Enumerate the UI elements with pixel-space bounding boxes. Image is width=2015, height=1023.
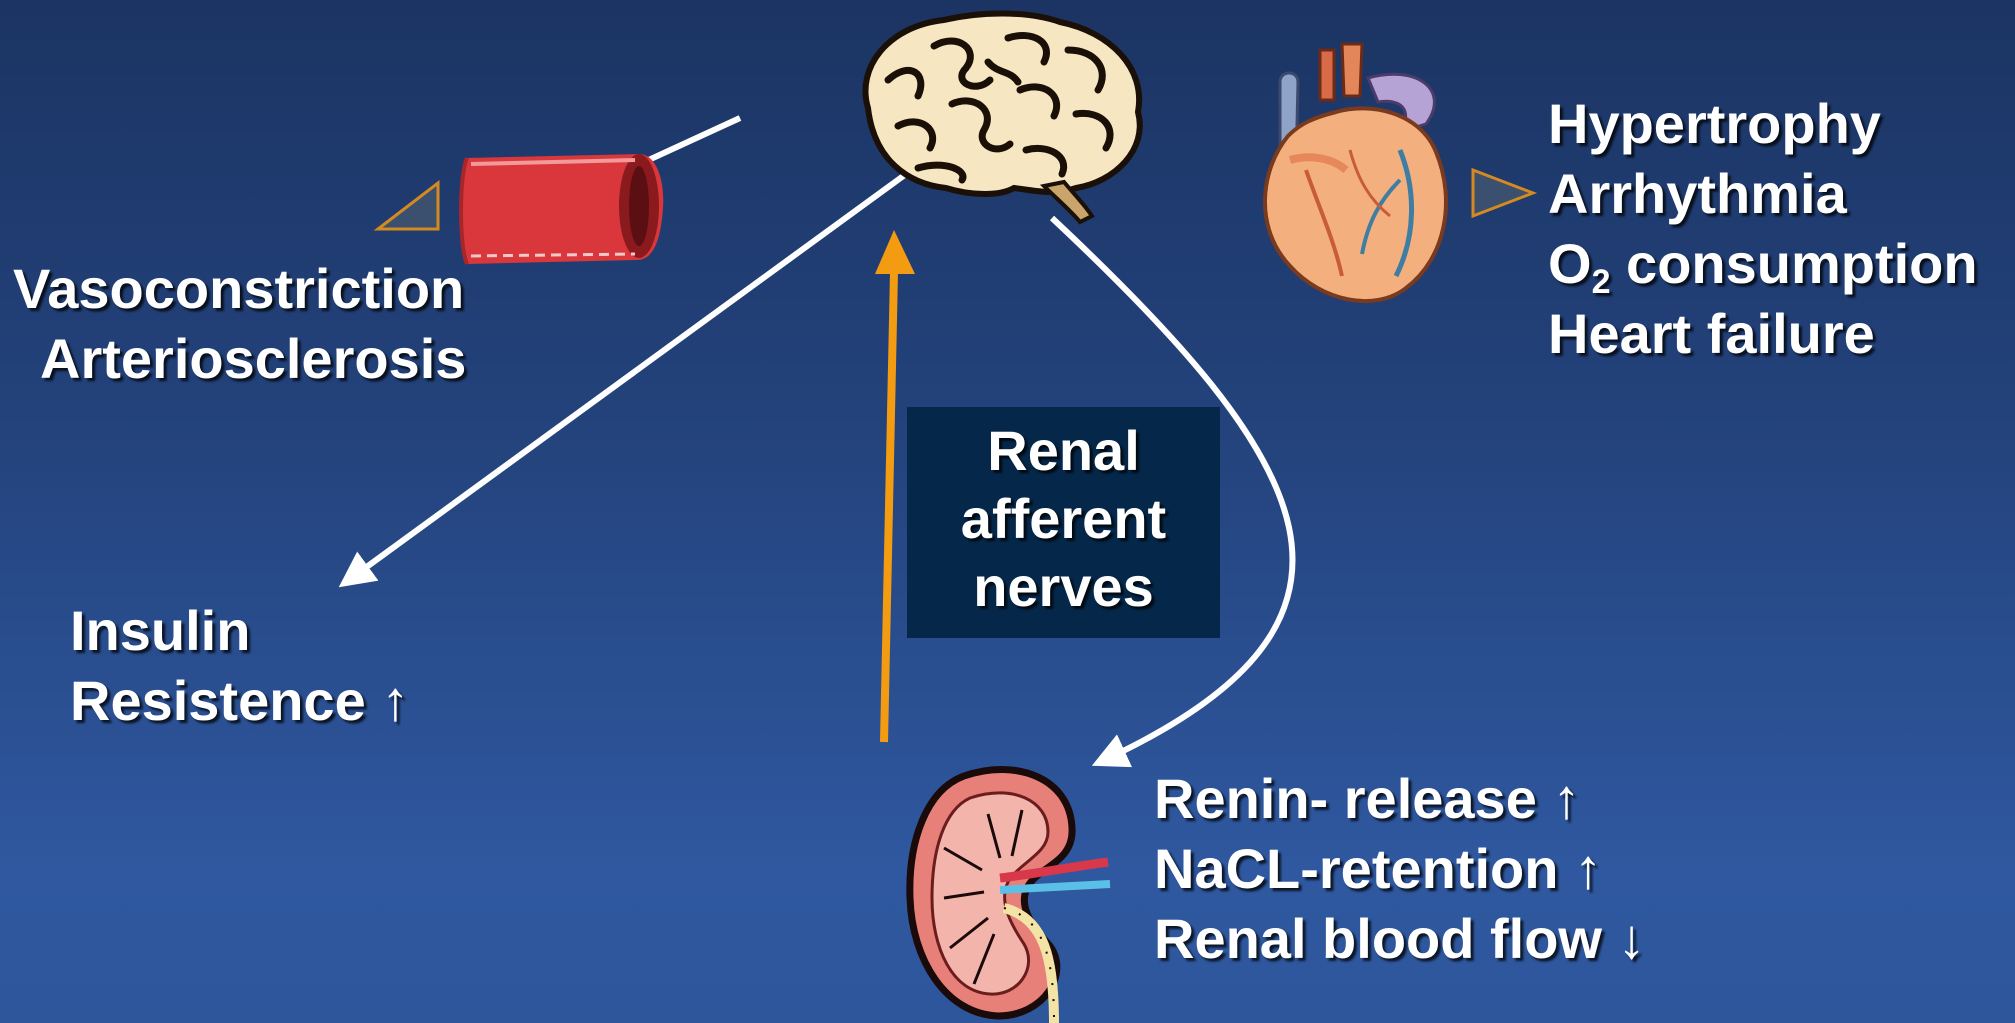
resistence-line: Resistence ↑: [70, 666, 409, 736]
nacl-retention-label: NaCL-retention ↑: [1154, 834, 1646, 904]
heart-marker-triangle: [1473, 170, 1533, 216]
renal-afferent-nerves-box: Renal afferent nerves: [907, 407, 1220, 638]
o2-subscript: 2: [1592, 263, 1611, 301]
blood-vessel-icon: [455, 146, 667, 270]
brain-icon: [848, 10, 1150, 228]
o2-consumption-label: O2 consumption: [1548, 229, 1978, 299]
kidney-effects-text: Renin- release ↑ NaCL-retention ↑ Renal …: [1154, 764, 1646, 974]
hypertrophy-label: Hypertrophy: [1548, 89, 1978, 159]
insulin-label: Insulin: [70, 596, 409, 666]
vasoconstriction-label: Vasoconstriction: [13, 254, 466, 324]
resistence-label: Resistence: [70, 669, 366, 732]
box-line-afferent: afferent: [907, 485, 1220, 553]
renal-blood-flow-label: Renal blood flow ↓: [1154, 904, 1646, 974]
box-line-renal: Renal: [907, 417, 1220, 485]
kidney-icon: [904, 758, 1134, 1023]
vessel-effects-text: Vasoconstriction Arteriosclerosis: [13, 254, 466, 394]
vessel-marker-triangle: [378, 183, 438, 229]
o2-symbol: O: [1548, 232, 1592, 295]
heart-effects-text: Hypertrophy Arrhythmia O2 consumption He…: [1548, 89, 1978, 369]
box-line-nerves: nerves: [907, 553, 1220, 621]
afferent-arrow-shaft: [884, 272, 894, 742]
arteriosclerosis-label: Arteriosclerosis: [13, 324, 466, 394]
consumption-text: consumption: [1610, 232, 1977, 295]
heart-icon: [1250, 40, 1466, 312]
increase-arrow: ↑: [381, 669, 409, 732]
arrhythmia-label: Arrhythmia: [1548, 159, 1978, 229]
afferent-arrow-head: [875, 230, 915, 274]
insulin-effects-text: Insulin Resistence ↑: [70, 596, 409, 736]
renin-release-label: Renin- release ↑: [1154, 764, 1646, 834]
heart-failure-label: Heart failure: [1548, 299, 1978, 369]
